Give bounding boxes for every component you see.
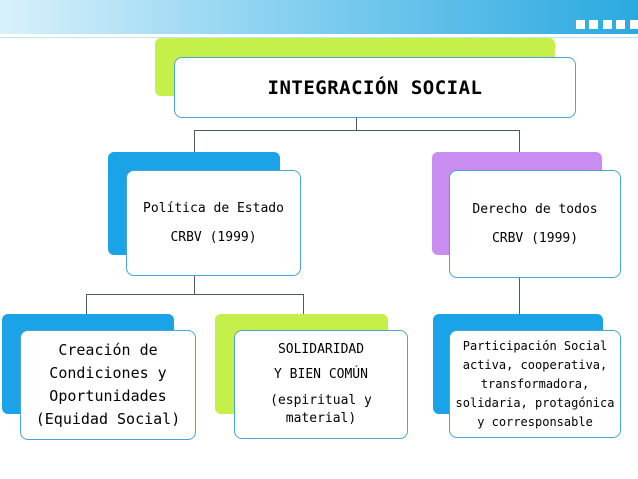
header-divider — [0, 34, 638, 37]
right-node-line2: CRBV (1999) — [491, 231, 579, 246]
connector-to-right — [519, 130, 520, 152]
root-node: INTEGRACIÓN SOCIAL — [174, 57, 576, 118]
leaf1-line: (Equidad Social) — [35, 410, 181, 428]
left-node-line1: Política de Estado — [143, 201, 284, 216]
leaf2-line1: SOLIDARIDAD — [277, 341, 365, 357]
leaf1-node: Creación de Condiciones y Oportunidades … — [20, 330, 196, 440]
leaf1-line: Condiciones y — [49, 364, 167, 382]
leaf2-line2: Y BIEN COMÚN — [274, 366, 368, 382]
left-node-line2: CRBV (1999) — [170, 230, 257, 245]
leaf3-node: Participación Social activa, cooperativa… — [449, 330, 621, 438]
leaf3-line: y corresponsable — [477, 414, 593, 429]
right-node-line1: Derecho de todos — [472, 202, 598, 217]
connector-to-leaf1 — [86, 294, 87, 314]
leaf2-node: SOLIDARIDAD Y BIEN COMÚN (espiritual y m… — [234, 330, 408, 439]
connector-to-left — [194, 130, 195, 152]
left-node: Política de Estado CRBV (1999) — [126, 170, 301, 276]
connector-root-down — [356, 117, 357, 131]
decor-square — [630, 20, 638, 29]
leaf3-line: transformadora, — [480, 376, 590, 391]
leaf3-line: activa, cooperativa, — [462, 357, 608, 372]
decor-square — [616, 20, 625, 29]
decor-square — [576, 20, 585, 29]
connector-to-leaf3 — [519, 278, 520, 314]
header-divider-shadow — [0, 37, 638, 38]
connector-level1-bar — [194, 130, 520, 131]
leaf2-line3: (espiritual y — [270, 392, 372, 408]
leaf3-line: solidaria, protagónica — [455, 395, 615, 410]
root-node-title: INTEGRACIÓN SOCIAL — [267, 76, 483, 99]
leaf2-line4: material) — [285, 410, 357, 426]
decor-square — [603, 20, 612, 29]
leaf1-line: Creación de — [58, 341, 158, 359]
decor-square — [589, 20, 598, 29]
leaf3-line: Participación Social — [462, 338, 608, 353]
right-node: Derecho de todos CRBV (1999) — [449, 170, 621, 278]
connector-to-leaf2 — [303, 294, 304, 314]
connector-level2-bar — [86, 294, 304, 295]
connector-left-down — [194, 276, 195, 294]
header-bar — [0, 0, 638, 34]
leaf1-line: Oportunidades — [49, 387, 167, 405]
